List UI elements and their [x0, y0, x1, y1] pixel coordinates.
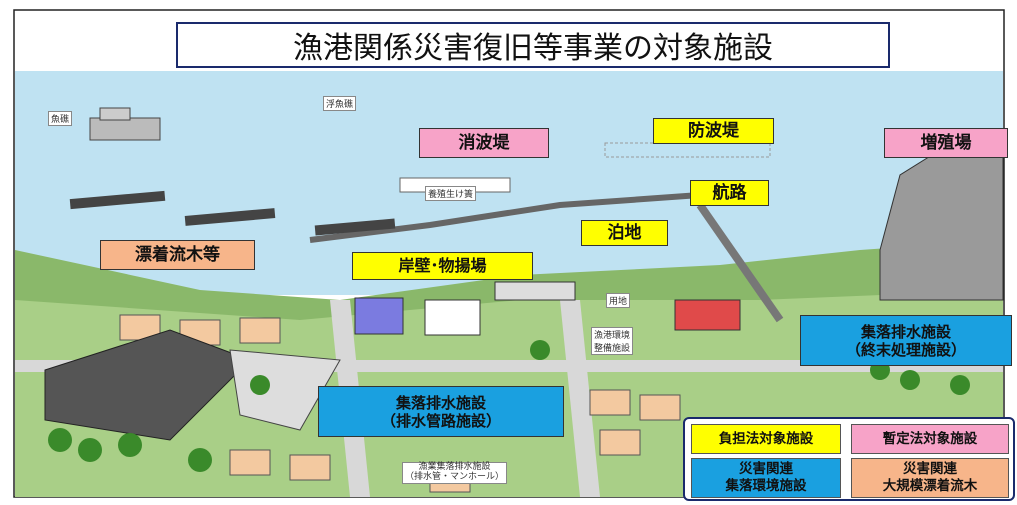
label-shuuraku-pipe-2: （排水管路施設）: [380, 411, 501, 430]
legend-futan-text: 負担法対象施設: [718, 430, 814, 447]
label-shuuraku-pipe: 集落排水施設 （排水管路施設）: [318, 386, 564, 437]
culture-cage-caption: 養殖生け簀: [425, 186, 477, 201]
building-red: [674, 299, 741, 331]
land-use-caption: 用地: [606, 293, 631, 308]
school-building: [44, 329, 251, 441]
legend-kankyou: 災害関連 集落環境施設: [691, 458, 841, 498]
wave-block-1: [69, 190, 166, 210]
legend-kankyou-2: 集落環境施設: [725, 478, 807, 494]
legend-zantei: 暫定法対象施設: [851, 424, 1009, 454]
label-ganpeki: 岸壁･物揚場: [352, 252, 533, 280]
floating-reef-caption: 浮魚礁: [323, 96, 357, 111]
manhole-caption-1: 漁業集落排水施設: [418, 462, 491, 472]
label-shuuraku-end-1: 集落排水施設: [860, 322, 951, 341]
market-shed: [494, 281, 576, 301]
label-shuuraku-pipe-1: 集落排水施設: [395, 393, 486, 412]
wave-block-3: [314, 218, 396, 236]
jetty: [696, 202, 784, 323]
legend-zantei-text: 暫定法対象施設: [882, 430, 978, 447]
label-shuuraku-end-2: （終末処理施設）: [845, 340, 966, 359]
schoolyard: [229, 349, 341, 431]
env-facility-caption: 漁港環境 整備施設: [591, 327, 634, 355]
legend-ryuuboku-2: 大規模漂着流木: [882, 478, 978, 494]
legend-ryuuboku-1: 災害関連: [903, 461, 957, 478]
label-shouhatei: 消波堤: [419, 128, 549, 158]
page-title: 漁港関係災害復旧等事業の対象施設: [176, 22, 890, 68]
wave-block-2: [184, 208, 276, 226]
env-facility-caption-1: 漁港環境: [594, 331, 631, 341]
manhole-caption-2: （排水管・マンホール）: [405, 471, 505, 482]
legend-ryuuboku: 災害関連 大規模漂着流木: [851, 458, 1009, 498]
fish-reef-caption: 魚礁: [48, 111, 73, 126]
building-blue: [354, 297, 404, 335]
legend: 負担法対象施設 暫定法対象施設 災害関連 集落環境施設 災害関連 大規模漂着流木: [683, 417, 1015, 501]
building-white: [424, 299, 481, 336]
road-side-2: [560, 300, 600, 497]
legend-futan: 負担法対象施設: [691, 424, 841, 454]
label-hakuchi: 泊地: [581, 220, 668, 246]
label-bouhatei: 防波堤: [653, 118, 774, 144]
manhole-caption: 漁業集落排水施設 （排水管・マンホール）: [402, 462, 508, 484]
label-hyouchaku: 漂着流木等: [100, 240, 255, 270]
label-shuuraku-end: 集落排水施設 （終末処理施設）: [800, 315, 1012, 366]
legend-kankyou-1: 災害関連: [739, 461, 793, 478]
label-zoushokujou: 増殖場: [884, 128, 1008, 158]
env-facility-caption-2: 整備施設: [594, 344, 631, 354]
fish-reef-blocks: [89, 107, 161, 141]
breakwater: [309, 192, 701, 243]
label-kouro: 航路: [690, 180, 769, 206]
